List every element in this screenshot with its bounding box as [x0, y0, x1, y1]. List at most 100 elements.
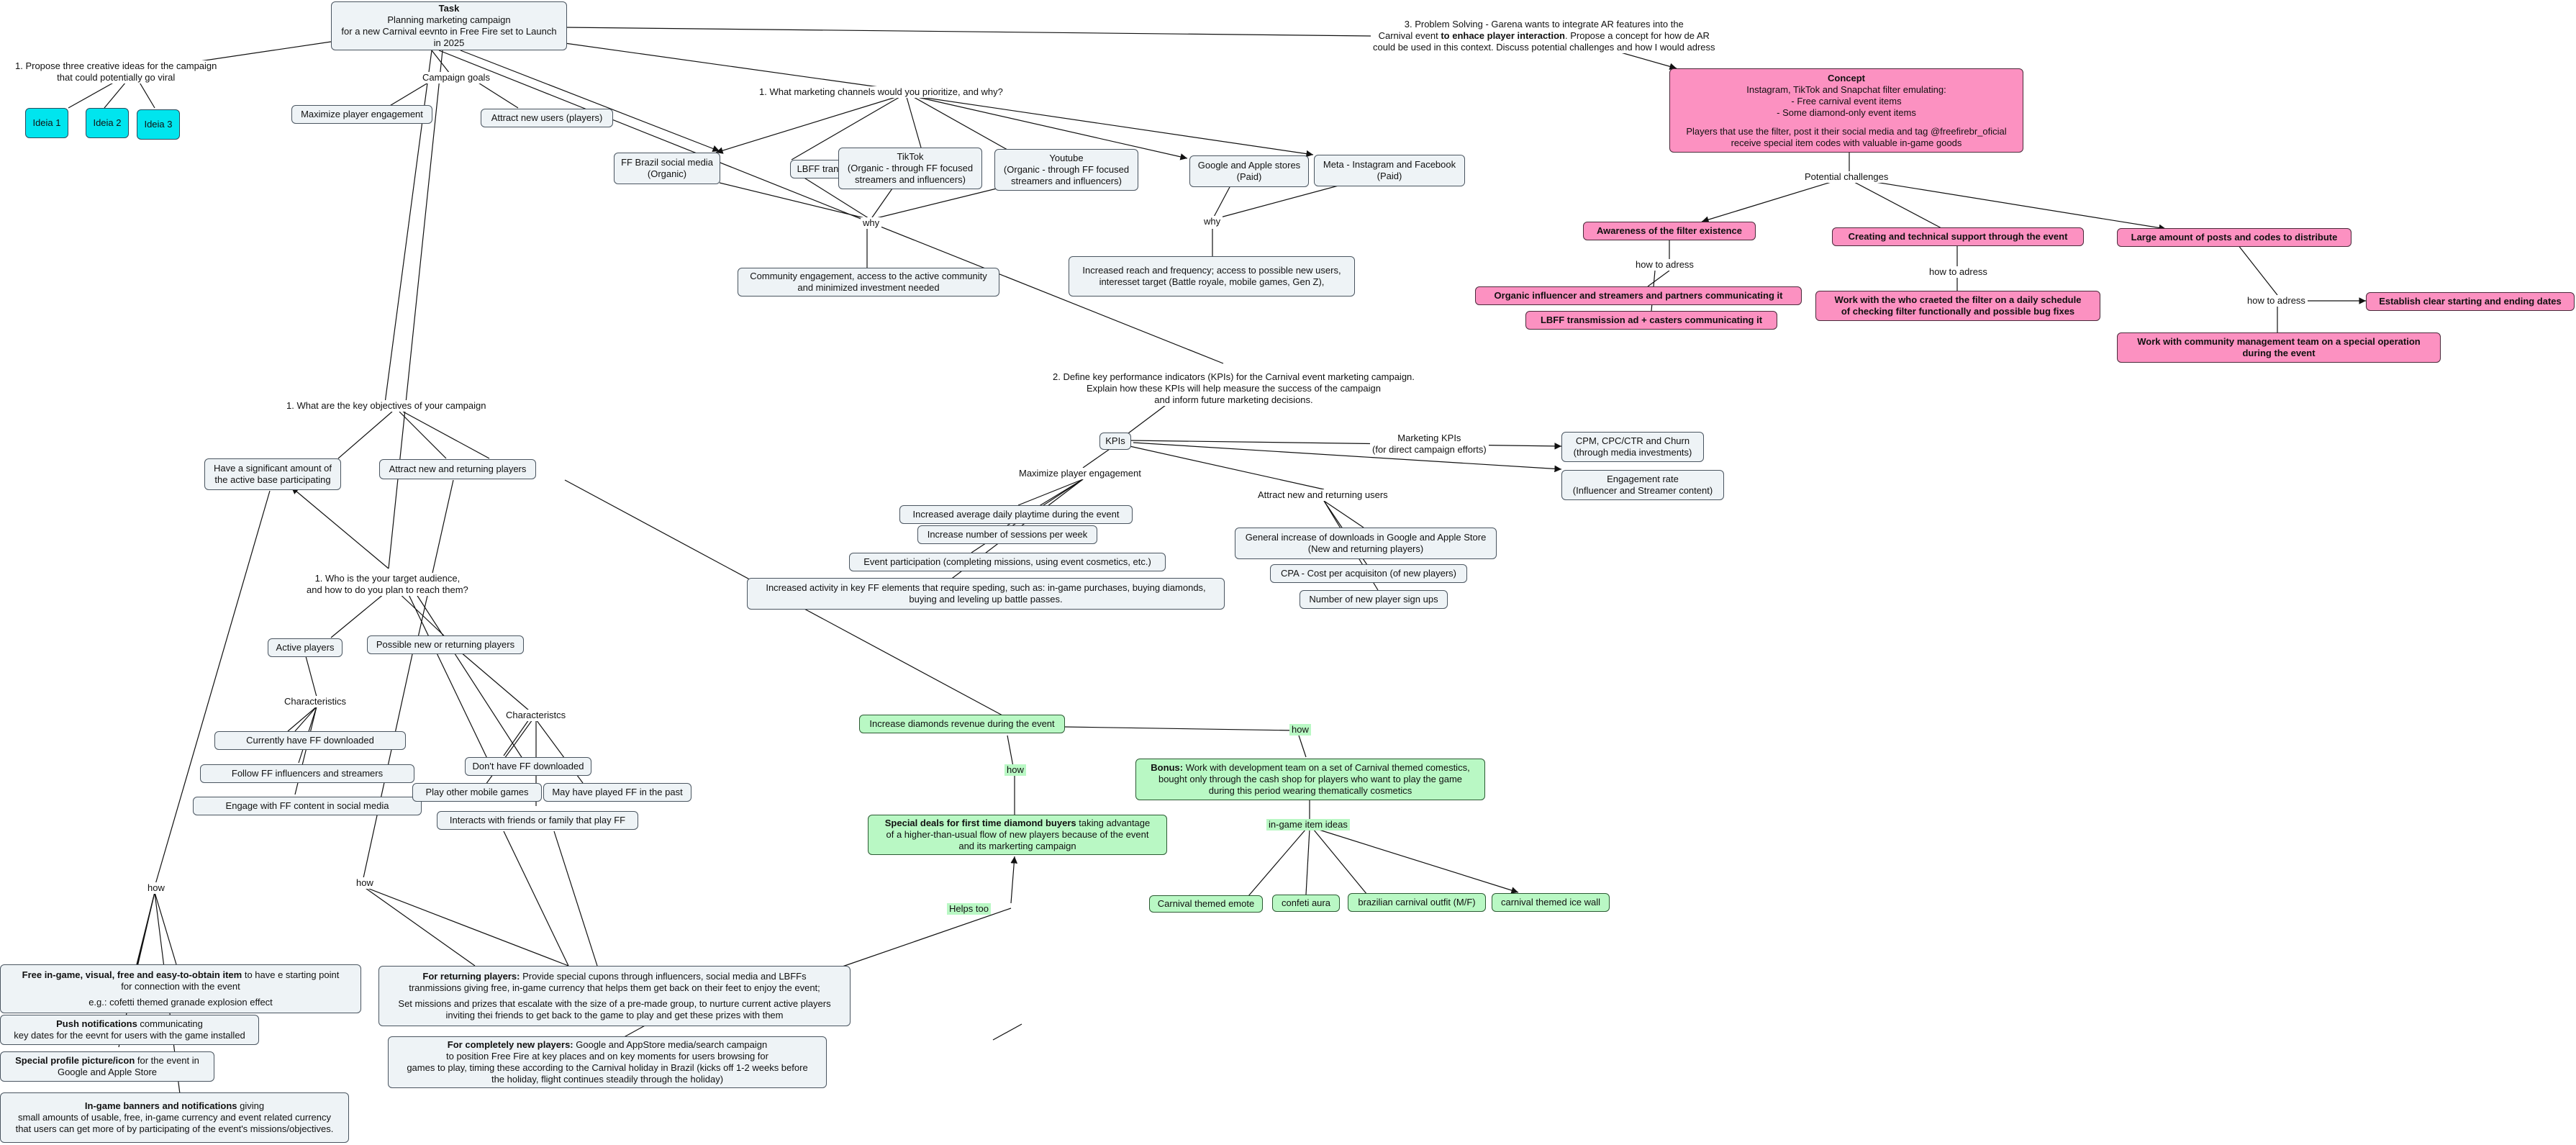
- how-line: Set missions and prizes that escalate wi…: [398, 998, 831, 1009]
- kpi-playtime[interactable]: Increased average daily playtime during …: [899, 505, 1133, 524]
- special-deals-node[interactable]: Special deals for first time diamond buy…: [868, 815, 1167, 855]
- task-node[interactable]: Task Planning marketing campaign for a n…: [331, 1, 567, 50]
- channel-label: streamers and influencers): [1011, 176, 1122, 186]
- solution-clear-dates[interactable]: Establish clear starting and ending date…: [2366, 292, 2575, 311]
- item-label: brazilian carnival outfit (M/F): [1358, 897, 1476, 908]
- objective-active-base[interactable]: Have a significant amount of the active …: [204, 458, 341, 490]
- channel-label: (Organic - through FF focused: [847, 163, 974, 173]
- solution-community-team[interactable]: Work with community management team on a…: [2117, 332, 2441, 363]
- channel-tiktok[interactable]: TikTok (Organic - through FF focused str…: [838, 148, 982, 189]
- problem-question: 3. Problem Solving - Garena wants to int…: [1371, 19, 1718, 53]
- item-label: Carnival themed emote: [1157, 898, 1255, 909]
- solution-label: Organic influencer and streamers and par…: [1494, 290, 1783, 301]
- item-carnival-emote[interactable]: Carnival themed emote: [1149, 895, 1263, 913]
- audience-question-line: and how to do you plan to reach them?: [307, 584, 468, 595]
- characteristic-label: Engage with FF content in social media: [225, 800, 389, 811]
- how-in-game-banners[interactable]: In-game banners and notifications giving…: [0, 1092, 349, 1143]
- how-to-adress-label: how to adress: [2245, 295, 2308, 307]
- idea-2[interactable]: Ideia 2: [86, 108, 129, 138]
- how-push-notifications[interactable]: Push notifications communicating key dat…: [0, 1015, 259, 1045]
- item-ice-wall[interactable]: carnival themed ice wall: [1492, 893, 1610, 912]
- possible-char-played-before[interactable]: May have played FF in the past: [543, 783, 691, 802]
- channel-stores[interactable]: Google and Apple stores (Paid): [1189, 155, 1309, 187]
- kpis-node[interactable]: KPIs: [1099, 433, 1131, 450]
- characteristic-label: Interacts with friends or family that pl…: [449, 815, 626, 825]
- channel-label: (Paid): [1236, 171, 1262, 182]
- kpi-downloads[interactable]: General increase of downloads in Google …: [1235, 528, 1497, 559]
- diamonds-revenue[interactable]: Increase diamonds revenue during the eve…: [859, 715, 1065, 733]
- item-carnival-outfit[interactable]: brazilian carnival outfit (M/F): [1348, 893, 1486, 912]
- kpi-label: Increase number of sessions per week: [927, 529, 1088, 540]
- problem-line: could be used in this context. Discuss p…: [1373, 42, 1715, 53]
- kpi-spending-activity[interactable]: Increased activity in key FF elements th…: [747, 578, 1225, 610]
- how-line: games to play, timing these according to…: [407, 1062, 808, 1073]
- how-new-players[interactable]: For completely new players: Google and A…: [388, 1036, 827, 1088]
- channel-ff-brazil[interactable]: FF Brazil social media (Organic): [614, 153, 720, 184]
- kpi-signups[interactable]: Number of new player sign ups: [1300, 590, 1448, 609]
- goal-attract-users[interactable]: Attract new users (players): [481, 109, 613, 127]
- solution-filter-creator[interactable]: Work with the who craeted the filter on …: [1815, 291, 2100, 321]
- solution-lbff-ad[interactable]: LBFF transmission ad + casters communica…: [1525, 311, 1777, 330]
- channel-label: TikTok: [897, 151, 924, 162]
- challenge-awareness[interactable]: Awareness of the filter existence: [1583, 222, 1756, 240]
- characteristic-label: Don't have FF downloaded: [472, 761, 584, 771]
- item-confeti-aura[interactable]: confeti aura: [1272, 895, 1340, 912]
- kpi-event-participation[interactable]: Event participation (completing missions…: [849, 553, 1166, 571]
- how-text: Provide special cupons through influence…: [520, 971, 807, 982]
- goal-maximize-engagement[interactable]: Maximize player engagement: [291, 105, 432, 124]
- bonus-line: bought only through the cash shop for pl…: [1158, 774, 1463, 784]
- maximize-engagement-label: Maximize player engagement: [1017, 468, 1143, 479]
- channel-youtube[interactable]: Youtube (Organic - through FF focused st…: [994, 149, 1138, 191]
- how-line: the holiday, flight continues steadily t…: [491, 1074, 724, 1085]
- possible-char-other-games[interactable]: Play other mobile games: [412, 783, 542, 802]
- how-line: inviting thei friends to get back to the…: [445, 1010, 784, 1020]
- how-line: e.g.: cofetti themed granade explosion e…: [89, 997, 273, 1008]
- challenge-label: Large amount of posts and codes to distr…: [2131, 232, 2338, 243]
- audience-possible-players[interactable]: Possible new or returning players: [367, 635, 524, 654]
- how-returning-players[interactable]: For returning players: Provide special c…: [378, 966, 851, 1026]
- active-char-follow[interactable]: Follow FF influencers and streamers: [200, 764, 414, 783]
- how-label: how: [354, 877, 376, 889]
- characteristic-label: Play other mobile games: [425, 787, 529, 797]
- characteristic-label: Follow FF influencers and streamers: [231, 768, 384, 779]
- reason-paid[interactable]: Increased reach and frequency; access to…: [1069, 256, 1355, 297]
- audience-question: 1. Who is the your target audience, and …: [304, 573, 471, 596]
- kpi-label: General increase of downloads in Google …: [1245, 532, 1487, 543]
- audience-label: Possible new or returning players: [376, 639, 515, 650]
- item-label: carnival themed ice wall: [1500, 897, 1600, 908]
- special-text: taking advantage: [1076, 818, 1151, 828]
- task-line: Planning marketing campaign: [387, 14, 511, 25]
- possible-char-friends[interactable]: Interacts with friends or family that pl…: [437, 811, 638, 830]
- kpi-question-line: and inform future marketing decisions.: [1154, 394, 1313, 405]
- kpi-sessions[interactable]: Increase number of sessions per week: [917, 525, 1097, 544]
- active-char-engage[interactable]: Engage with FF content in social media: [193, 797, 422, 815]
- solution-label: Work with the who craeted the filter on …: [1834, 294, 2082, 305]
- ideas-prompt-line: 1. Propose three creative ideas for the …: [15, 60, 217, 71]
- challenge-label: Creating and technical support through t…: [1848, 231, 2068, 242]
- kpi-engagement-rate[interactable]: Engagement rate (Influencer and Streamer…: [1561, 470, 1724, 500]
- audience-active-players[interactable]: Active players: [268, 638, 343, 657]
- objective-attract-players[interactable]: Attract new and returning players: [379, 459, 536, 479]
- possible-char-no-ff[interactable]: Don't have FF downloaded: [465, 757, 591, 776]
- kpi-label: Number of new player sign ups: [1309, 594, 1438, 605]
- solution-organic-influencers[interactable]: Organic influencer and streamers and par…: [1475, 286, 1802, 305]
- channel-meta[interactable]: Meta - Instagram and Facebook (Paid): [1314, 155, 1465, 186]
- kpi-label: Increased average daily playtime during …: [912, 509, 1120, 520]
- reason-organic[interactable]: Community engagement, access to the acti…: [738, 268, 999, 297]
- idea-3[interactable]: Ideia 3: [137, 109, 180, 140]
- how-line: for connection with the event: [121, 981, 240, 992]
- concept-node[interactable]: Concept Instagram, TikTok and Snapchat f…: [1669, 68, 2023, 153]
- idea-1[interactable]: Ideia 1: [25, 108, 68, 138]
- how-profile-picture[interactable]: Special profile picture/icon for the eve…: [0, 1051, 214, 1082]
- how-free-item[interactable]: Free in-game, visual, free and easy-to-o…: [0, 964, 361, 1013]
- channels-question: 1. What marketing channels would you pri…: [757, 86, 1005, 98]
- diamonds-label: Increase diamonds revenue during the eve…: [869, 718, 1055, 729]
- kpi-cpa[interactable]: CPA - Cost per acquisiton (of new player…: [1270, 564, 1467, 583]
- challenge-technical[interactable]: Creating and technical support through t…: [1832, 227, 2084, 246]
- problem-line: Carnival event to enhace player interact…: [1373, 30, 1715, 42]
- how-emphasis: Free in-game, visual, free and easy-to-o…: [22, 969, 242, 980]
- kpi-cpm[interactable]: CPM, CPC/CTR and Churn (through media in…: [1561, 432, 1704, 462]
- challenge-distribution[interactable]: Large amount of posts and codes to distr…: [2117, 228, 2351, 247]
- bonus-node[interactable]: Bonus: Work with development team on a s…: [1135, 759, 1485, 800]
- active-char-downloaded[interactable]: Currently have FF downloaded: [214, 731, 406, 750]
